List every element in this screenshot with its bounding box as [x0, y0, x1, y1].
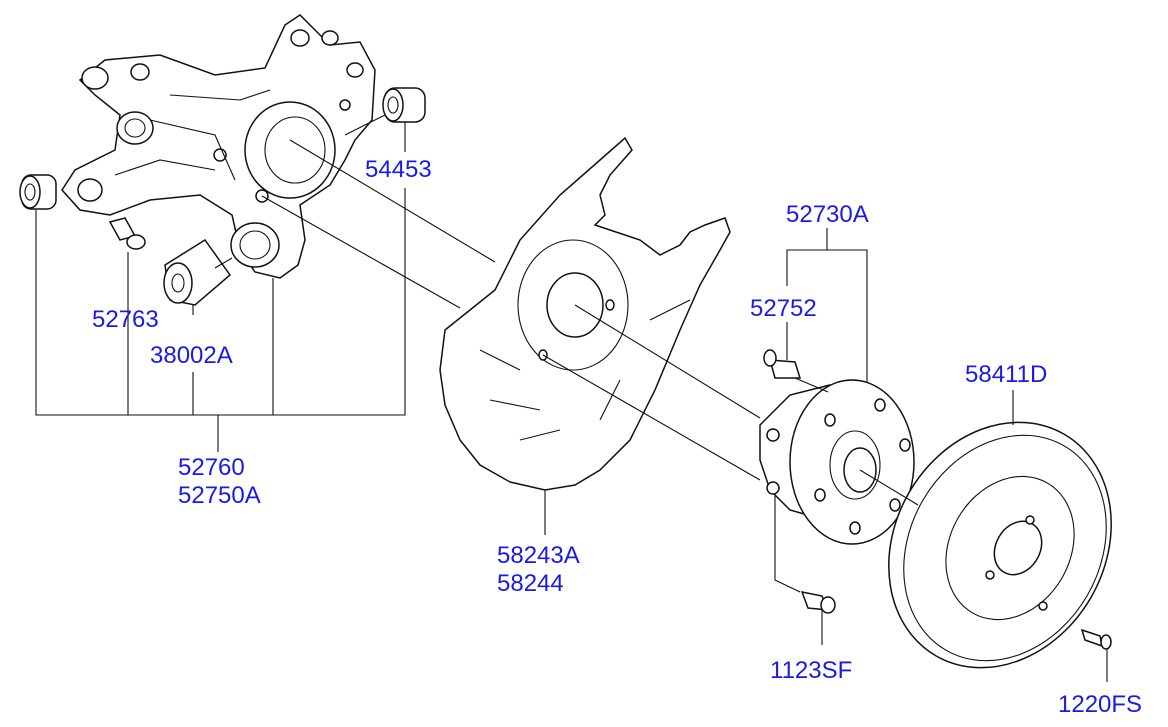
- bolt-52763: [108, 217, 146, 250]
- bushing-54453: [382, 87, 426, 123]
- screw-1220FS: [1080, 628, 1112, 650]
- label-52752: 52752: [750, 295, 817, 322]
- leader-lines: [35, 122, 1108, 682]
- label-58243A: 58243A: [497, 542, 580, 569]
- rear-knuckle-carrier: [61, 14, 376, 279]
- label-58244: 58244: [497, 570, 564, 597]
- label-52763: 52763: [92, 306, 159, 333]
- bolt-1123SF: [800, 590, 836, 614]
- brake-disc: [888, 421, 1112, 669]
- hub-bolt-52752: [763, 349, 802, 379]
- bushing-left: [19, 174, 57, 210]
- label-1220FS: 1220FS: [1058, 691, 1142, 718]
- hub-bearing-assembly: [759, 379, 915, 545]
- bushing-38002A: [163, 238, 232, 306]
- label-38002A: 38002A: [150, 342, 233, 369]
- label-1123SF: 1123SF: [770, 657, 852, 684]
- label-54453: 54453: [365, 156, 432, 183]
- label-58411D: 58411D: [965, 361, 1047, 388]
- label-52760: 52760: [178, 454, 245, 481]
- label-52730A: 52730A: [786, 201, 869, 228]
- label-52750A: 52750A: [178, 482, 261, 509]
- alignment-lines: [214, 114, 919, 506]
